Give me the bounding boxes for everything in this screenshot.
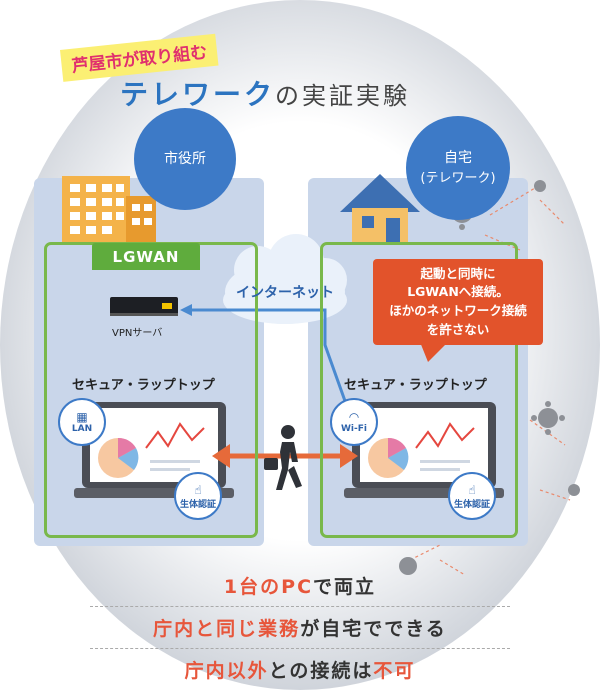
right-biometric-label: 生体認証: [453, 499, 490, 510]
city-hall-circle: 市役所: [134, 108, 236, 210]
title-rest: の実証実験: [275, 82, 411, 110]
summary-1b: PC: [281, 576, 314, 598]
summary-line-2: 庁内と同じ業務が自宅でできる: [0, 614, 600, 641]
home-panel-right: [320, 242, 518, 538]
summary-line-3: 庁内以外との接続は不可: [0, 656, 600, 683]
right-laptop-icon: [344, 402, 504, 498]
callout-pointer: [420, 342, 448, 362]
page-title: テレワークの実証実験: [120, 73, 410, 113]
left-biometric-badge: ☝ 生体認証: [174, 472, 222, 520]
lan-badge: ▦ LAN: [58, 398, 106, 446]
right-laptop-caption: セキュア・ラップトップ: [344, 378, 487, 393]
summary-3b: との接続は: [268, 660, 374, 682]
fingerprint-icon: ☝: [468, 482, 476, 497]
home-label: 自宅: [444, 149, 472, 166]
left-laptop-icon: [74, 402, 234, 498]
lgwan-only-callout: 起動と同時に LGWANへ接続。 ほかのネットワーク接続 を許さない: [373, 259, 543, 345]
lan-icon: ▦: [76, 410, 88, 424]
divider: [90, 648, 510, 649]
callout-line-1: 起動と同時に: [420, 265, 496, 281]
city-hall-building-icon: [62, 176, 156, 242]
commuter-icon: [264, 425, 302, 490]
vpn-server-icon: [110, 297, 178, 316]
summary-2b: が自宅でできる: [300, 618, 447, 640]
left-laptop-caption: セキュア・ラップトップ: [72, 378, 215, 393]
callout-line-2: LGWANへ接続。: [407, 284, 509, 300]
divider: [90, 606, 510, 607]
wifi-badge: ◠ Wi-Fi: [330, 398, 378, 446]
summary-1d: 両立: [334, 576, 377, 598]
callout-line-3: ほかのネットワーク接続: [389, 303, 527, 318]
vpn-server-label: VPNサーバ: [112, 328, 163, 339]
home-circle: 自宅 (テレワーク): [406, 116, 510, 220]
summary-2a: 庁内と同じ業務: [153, 618, 301, 640]
title-emphasis: テレワーク: [120, 78, 276, 111]
fingerprint-icon: ☝: [194, 482, 202, 497]
summary-3c: 不可: [373, 660, 416, 682]
summary-3a: 庁内以外: [184, 660, 269, 682]
left-biometric-label: 生体認証: [179, 499, 216, 510]
internet-label: インターネット: [236, 285, 334, 301]
wifi-label: Wi-Fi: [341, 424, 367, 434]
callout-line-4: を許さない: [426, 321, 490, 337]
house-icon: [340, 174, 420, 242]
right-biometric-badge: ☝ 生体認証: [448, 472, 496, 520]
summary-1c: で: [313, 576, 335, 598]
home-sublabel: (テレワーク): [420, 170, 496, 186]
city-hall-label: 市役所: [164, 150, 206, 167]
lgwan-tab: LGWAN: [92, 243, 200, 270]
lan-label: LAN: [71, 424, 93, 434]
wifi-icon: ◠: [349, 410, 359, 424]
summary-line-1: 1台のPCで両立: [0, 572, 600, 599]
summary-1a: 1台の: [223, 576, 282, 598]
